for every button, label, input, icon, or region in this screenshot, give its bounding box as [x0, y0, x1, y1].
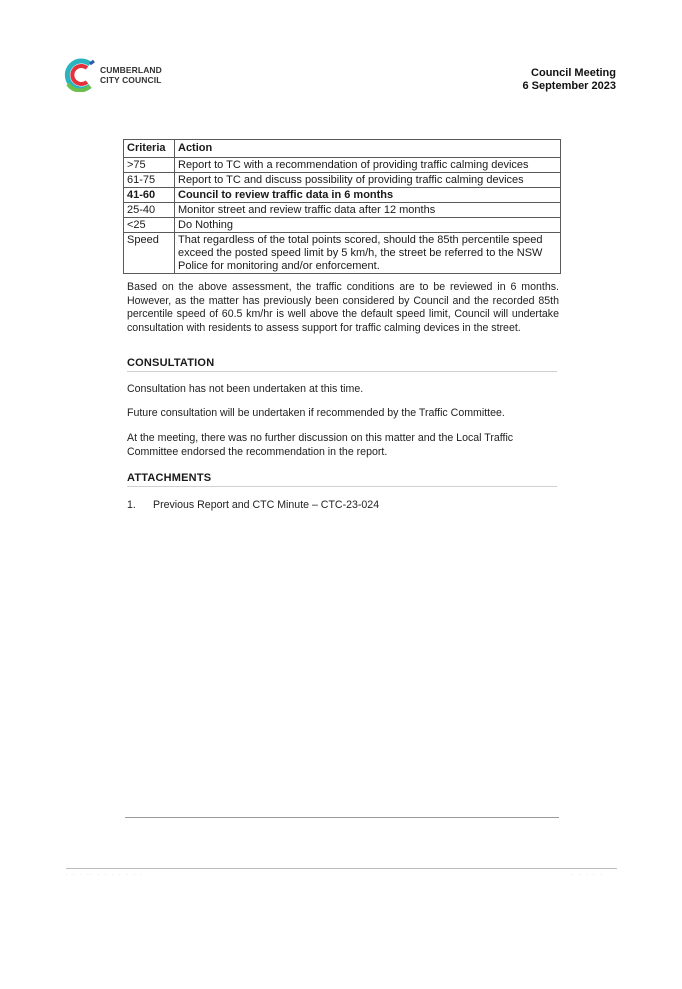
- table-row: 25-40 Monitor street and review traffic …: [123, 202, 561, 218]
- attachments-heading: ATTACHMENTS: [127, 472, 557, 487]
- criteria-cell: 61-75: [123, 172, 175, 188]
- action-cell: Council to review traffic data in 6 mont…: [174, 187, 561, 203]
- table-row: >75 Report to TC with a recommendation o…: [123, 157, 561, 173]
- criteria-cell: Speed: [123, 232, 175, 274]
- table-header-row: Criteria Action: [123, 139, 561, 158]
- logo-wordmark: CUMBERLAND CITY COUNCIL: [100, 65, 162, 85]
- attachment-item[interactable]: 1. Previous Report and CTC Minute – CTC-…: [127, 499, 379, 512]
- header-action: Action: [174, 139, 561, 158]
- consultation-paragraph: At the meeting, there was no further dis…: [127, 432, 514, 458]
- table-row: Speed That regardless of the total point…: [123, 232, 561, 274]
- criteria-cell: <25: [123, 217, 175, 233]
- attachment-number: 1.: [127, 499, 136, 511]
- footer-faint-marks-right: · · · · ·: [572, 872, 604, 878]
- attachment-title[interactable]: Previous Report and CTC Minute – CTC-23-…: [153, 499, 380, 511]
- action-cell: Do Nothing: [174, 217, 561, 233]
- logo-line-1: CUMBERLAND: [100, 65, 162, 75]
- meeting-title: Council Meeting: [531, 67, 616, 79]
- criteria-cell: 41-60: [123, 187, 175, 203]
- council-logo: CUMBERLAND CITY COUNCIL: [60, 58, 162, 92]
- meeting-heading: Council Meeting 6 September 2023: [522, 67, 616, 93]
- content-end-divider: [125, 817, 559, 818]
- logo-line-2: CITY COUNCIL: [100, 75, 162, 85]
- consultation-paragraph: Future consultation will be undertaken i…: [127, 407, 505, 419]
- criteria-cell: >75: [123, 157, 175, 173]
- table-row: 61-75 Report to TC and discuss possibili…: [123, 172, 561, 188]
- table-row-highlighted: 41-60 Council to review traffic data in …: [123, 187, 561, 203]
- action-cell: Monitor street and review traffic data a…: [174, 202, 561, 218]
- assessment-section: Based on the above assessment, the traff…: [127, 281, 559, 335]
- criteria-cell: 25-40: [123, 202, 175, 218]
- action-cell: Report to TC with a recommendation of pr…: [174, 157, 561, 173]
- action-cell: Report to TC and discuss possibility of …: [174, 172, 561, 188]
- criteria-table: Criteria Action >75 Report to TC with a …: [123, 139, 561, 274]
- action-cell: That regardless of the total points scor…: [174, 232, 561, 274]
- consultation-paragraph: Consultation has not been undertaken at …: [127, 383, 364, 395]
- council-logo-icon: [64, 58, 95, 92]
- meeting-date: 6 September 2023: [522, 80, 616, 92]
- footer-divider: [66, 868, 617, 869]
- consultation-heading: CONSULTATION: [127, 357, 557, 372]
- footer-faint-marks-left: · · · ·· · · · · · · ·: [66, 872, 144, 878]
- header-criteria: Criteria: [123, 139, 175, 158]
- table-row: <25 Do Nothing: [123, 217, 561, 233]
- assessment-paragraph: Based on the above assessment, the traff…: [127, 281, 559, 334]
